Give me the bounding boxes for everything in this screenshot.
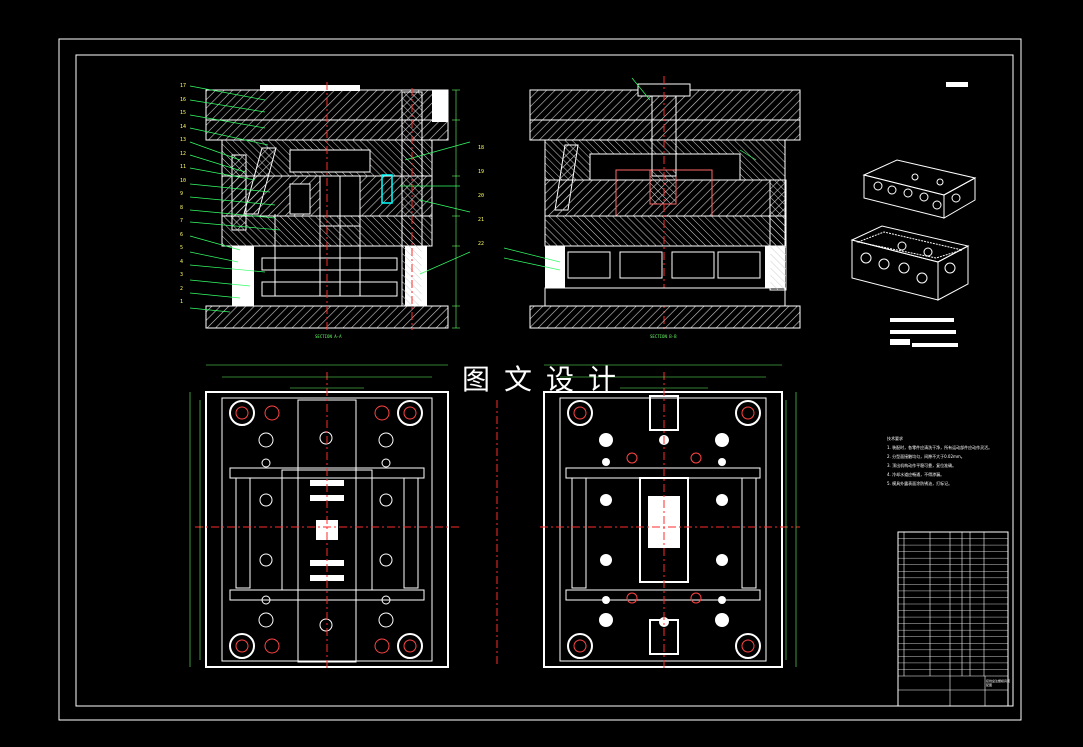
part-number-label: 6 bbox=[180, 231, 184, 238]
section-title-left: SECTION A-A bbox=[315, 334, 342, 339]
part-number-list-left: 17 16 15 14 13 12 11 10 9 8 7 6 5 4 3 2 1 bbox=[180, 80, 190, 310]
part-number-label: 15 bbox=[180, 110, 187, 116]
part-number-label: 5 bbox=[180, 245, 184, 251]
part-number-list-right: 18 19 20 21 22 bbox=[478, 136, 488, 256]
section-view-right: SECTION B-B bbox=[503, 76, 801, 339]
part-isometric-top bbox=[862, 159, 977, 219]
plan-view-left bbox=[189, 364, 460, 670]
part-number-label: 11 bbox=[180, 164, 187, 170]
part-number-label: 2 bbox=[180, 285, 184, 292]
notes-line: 2. 分型面接触均匀，间隙不大于0.02mm。 bbox=[887, 454, 965, 459]
section-title-right: SECTION B-B bbox=[650, 334, 677, 339]
title-block-drawing-name: 接线盒注塑模具装配图 bbox=[986, 679, 1010, 687]
part-number-label: 20 bbox=[478, 193, 485, 199]
notes-line: 5. 模具外露表面涂防锈油，打标记。 bbox=[887, 481, 953, 486]
part-isometric-bottom bbox=[850, 225, 970, 301]
title-block-rows bbox=[898, 538, 1008, 670]
plan-view-right bbox=[540, 364, 800, 670]
part-number-label: 21 bbox=[478, 217, 485, 223]
notes-line: 3. 顶出机构动作平稳可靠，复位准确。 bbox=[887, 463, 957, 468]
part-number-label: 18 bbox=[478, 145, 485, 151]
part-number-label: 14 bbox=[180, 123, 187, 130]
notes-line: 4. 冷却水道应畅通，不得渗漏。 bbox=[887, 472, 945, 477]
notes-heading: 技术要求 bbox=[887, 436, 903, 441]
part-number-label: 7 bbox=[180, 218, 184, 224]
section-view-left: SECTION A-A bbox=[189, 82, 471, 339]
part-number-label: 12 bbox=[180, 150, 187, 157]
part-number-label: 16 bbox=[180, 96, 187, 103]
outer-frame bbox=[58, 38, 1022, 721]
part-number-label: 9 bbox=[180, 191, 184, 197]
watermark-text: 图文设计 bbox=[462, 363, 631, 396]
part-number-label: 8 bbox=[180, 204, 184, 211]
part-number-label: 19 bbox=[478, 169, 485, 175]
part-number-label: 13 bbox=[180, 137, 187, 143]
part-number-label: 1 bbox=[180, 299, 184, 305]
part-number-label: 22 bbox=[478, 241, 485, 247]
part-number-label: 4 bbox=[180, 258, 184, 265]
part-number-label: 17 bbox=[180, 83, 187, 89]
notes-line: 1. 装配时，各零件应清洗干净，所有运动部件应动作灵活。 bbox=[887, 445, 993, 450]
inner-frame bbox=[75, 54, 1014, 707]
part-number-label: 3 bbox=[180, 272, 184, 278]
technical-notes: 技术要求 1. 装配时，各零件应清洗干净，所有运动部件应动作灵活。 2. 分型面… bbox=[887, 434, 1007, 488]
part-number-label: 10 bbox=[180, 177, 187, 184]
